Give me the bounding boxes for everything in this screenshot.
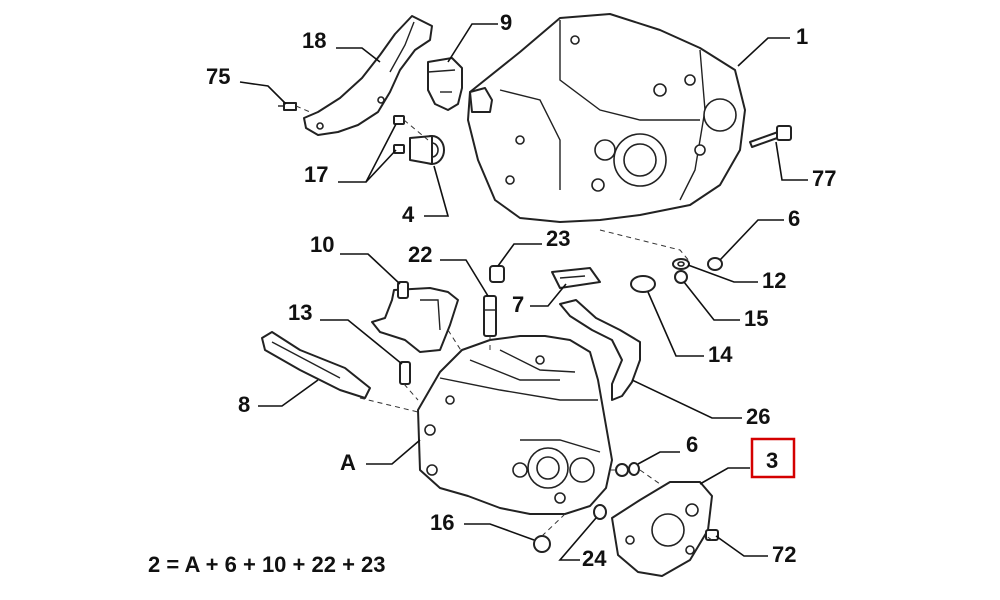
part-4-release-sleeve — [409, 135, 445, 165]
callout-12: 12 — [762, 268, 786, 293]
callout-22: 22 — [408, 242, 432, 267]
leader-lines — [239, 23, 808, 561]
callout-1: 1 — [796, 24, 808, 49]
part-15-plug — [674, 270, 688, 284]
callout-9: 9 — [500, 10, 512, 35]
callout-15: 15 — [744, 306, 768, 331]
part-1-clutch-housing — [467, 13, 746, 223]
part-6-seal-ring-upper — [707, 257, 723, 271]
callout-10: 10 — [310, 232, 334, 257]
part-7-plate — [551, 267, 601, 289]
part-72-screw — [705, 529, 719, 541]
part-23-cap — [489, 265, 505, 283]
callout-14: 14 — [708, 342, 733, 367]
part-75-screw — [278, 102, 297, 111]
callout-75: 75 — [206, 64, 230, 89]
callout-26: 26 — [746, 404, 770, 429]
callout-17: 17 — [304, 162, 328, 187]
part-10-selector-bracket — [371, 281, 459, 353]
callout-a: A — [340, 450, 356, 475]
callout-13: 13 — [288, 300, 312, 325]
callout-7: 7 — [512, 292, 524, 317]
callout-6-upper: 6 — [788, 206, 800, 231]
callout-77: 77 — [812, 166, 836, 191]
part-9-bracket — [427, 57, 463, 111]
highlight-box-part-3 — [750, 437, 796, 479]
callout-18: 18 — [302, 28, 326, 53]
part-77-long-bolt — [749, 125, 792, 148]
callout-16: 16 — [430, 510, 454, 535]
callout-6-lower: 6 — [686, 432, 698, 457]
part-17-bolts — [393, 115, 405, 154]
part-18-cover-plate — [303, 15, 433, 136]
assembly-formula: 2 = A + 6 + 10 + 22 + 23 — [148, 552, 386, 577]
part-14-cap — [630, 275, 656, 293]
callout-4: 4 — [402, 202, 415, 227]
callout-3: 3 — [766, 448, 778, 473]
part-16-plug — [533, 535, 551, 553]
part-12-washer — [672, 258, 690, 270]
part-22-sensor — [483, 295, 497, 337]
callout-72: 72 — [772, 542, 796, 567]
callout-24: 24 — [582, 546, 607, 571]
part-13-switch — [399, 361, 411, 385]
part-3-rear-cover — [611, 481, 713, 577]
part-6-seal-rings-lower — [615, 462, 640, 477]
part-24-seal — [593, 504, 607, 520]
assembly-dashed-lines — [295, 105, 713, 541]
part-26-shift-fork — [559, 299, 641, 401]
part-8-guide-rail — [261, 331, 371, 399]
part-a-gearbox-case — [417, 335, 613, 515]
callout-8: 8 — [238, 392, 250, 417]
callout-23: 23 — [546, 226, 570, 251]
